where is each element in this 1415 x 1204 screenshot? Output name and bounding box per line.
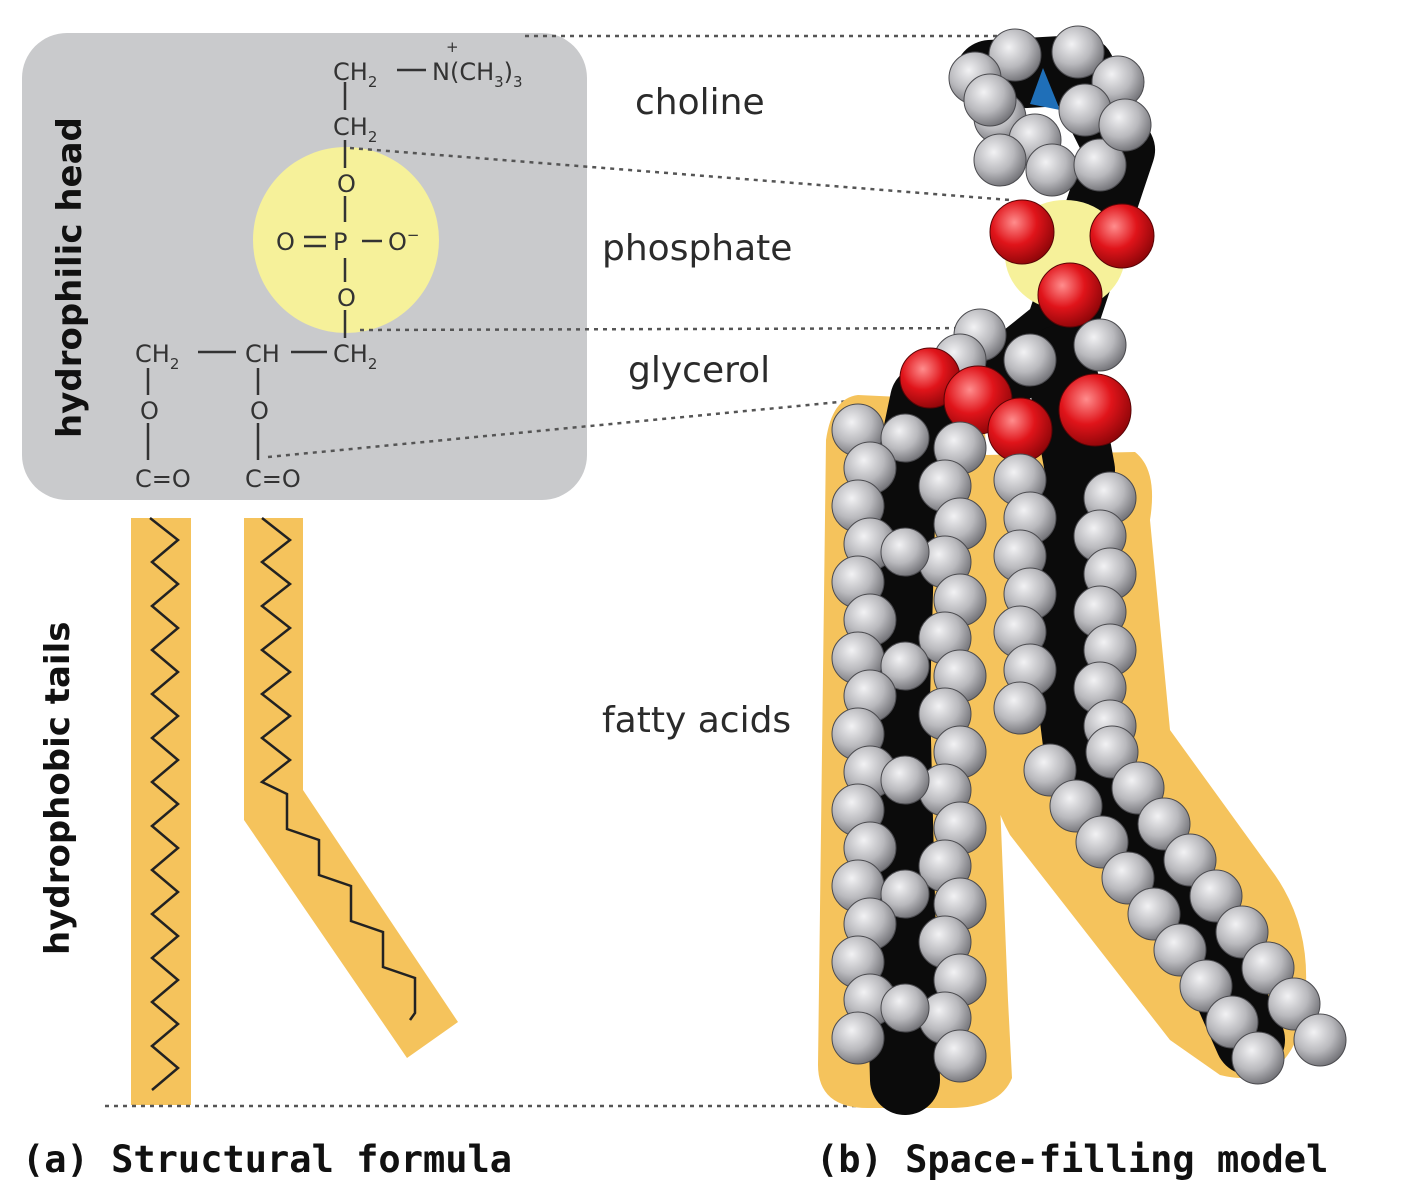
hydrogen-sphere <box>1003 333 1057 387</box>
hydrogen-sphere <box>988 28 1042 82</box>
formula-atoms: CH2 + N(CH3)3 CH2 O O P O− O CH2 CH CH2 … <box>135 38 523 493</box>
hydrogen-sphere <box>933 1029 987 1083</box>
oxygen-sphere <box>1089 203 1155 269</box>
glycerol-ch2-left: CH2 <box>135 340 179 373</box>
oxygen-sphere <box>1058 373 1132 447</box>
choline-ch2-top: CH2 <box>333 58 377 91</box>
hydrogen-sphere <box>880 641 930 691</box>
hydrogen-sphere <box>831 1011 885 1065</box>
hydrogen-sphere <box>1098 98 1152 152</box>
saturated-tail-chain <box>149 517 180 1091</box>
trimethylammonium: N(CH3)3 <box>432 58 523 91</box>
oxygen-sphere <box>1037 262 1103 328</box>
hydrogen-sphere <box>993 681 1047 735</box>
caption-space-filling-model: (b) Space-filling model <box>816 1138 1329 1181</box>
formula-bonds <box>146 68 426 460</box>
hydrogen-sphere <box>1051 25 1105 79</box>
oxygen-sphere <box>987 397 1053 463</box>
hydrogen-sphere <box>880 869 930 919</box>
label-hydrophobic-tails: hydrophobic tails <box>38 621 78 955</box>
phosphorus: P <box>333 228 347 256</box>
hydrogen-sphere <box>1073 318 1127 372</box>
label-choline: choline <box>635 82 765 123</box>
oxygen-minus: O− <box>388 226 419 256</box>
nitrogen-sphere <box>1030 68 1060 110</box>
hydrogen-sphere <box>880 527 930 577</box>
caption-structural-formula: (a) Structural formula <box>22 1138 513 1181</box>
hydrogen-sphere <box>1025 143 1079 197</box>
nitrogen-plus: + <box>446 38 459 56</box>
hydrogen-sphere <box>880 413 930 463</box>
hydrogen-sphere <box>1231 1031 1285 1085</box>
space-filling-model <box>818 25 1347 1115</box>
ester-oxygen-right: O <box>250 397 269 425</box>
carbon-backbone-right <box>1025 325 1285 1075</box>
phosphate-highlight <box>253 147 439 333</box>
hydrogen-sphere <box>963 73 1017 127</box>
oxygen-upper: O <box>337 170 356 198</box>
oxygen-double: O <box>276 228 295 256</box>
hydrogen-sphere <box>880 983 930 1033</box>
label-hydrophilic-head: hydrophilic head <box>50 117 90 438</box>
label-fatty-acids: fatty acids <box>602 700 792 741</box>
unsaturated-tail-chain <box>259 517 417 1021</box>
oxygen-lower: O <box>337 284 356 312</box>
carbonyl-left: C=O <box>135 465 191 493</box>
oxygen-sphere <box>989 199 1055 265</box>
saturated-tail-band <box>131 518 191 1105</box>
hydrogen-sphere <box>1073 138 1127 192</box>
hydrogen-sphere <box>880 755 930 805</box>
choline-ch2-lower: CH2 <box>333 113 377 146</box>
atom-spheres <box>831 25 1347 1115</box>
unsaturated-tail-band <box>244 518 458 1058</box>
connector-lines <box>105 34 1020 1108</box>
hydrogen-sphere <box>1293 1013 1347 1067</box>
hydrogen-sphere <box>973 133 1027 187</box>
label-glycerol: glycerol <box>628 350 771 391</box>
glycerol-ch: CH <box>245 340 280 368</box>
ester-oxygen-left: O <box>140 397 159 425</box>
carbonyl-right: C=O <box>245 465 301 493</box>
glycerol-ch2-right: CH2 <box>333 340 377 373</box>
label-phosphate: phosphate <box>602 228 793 269</box>
